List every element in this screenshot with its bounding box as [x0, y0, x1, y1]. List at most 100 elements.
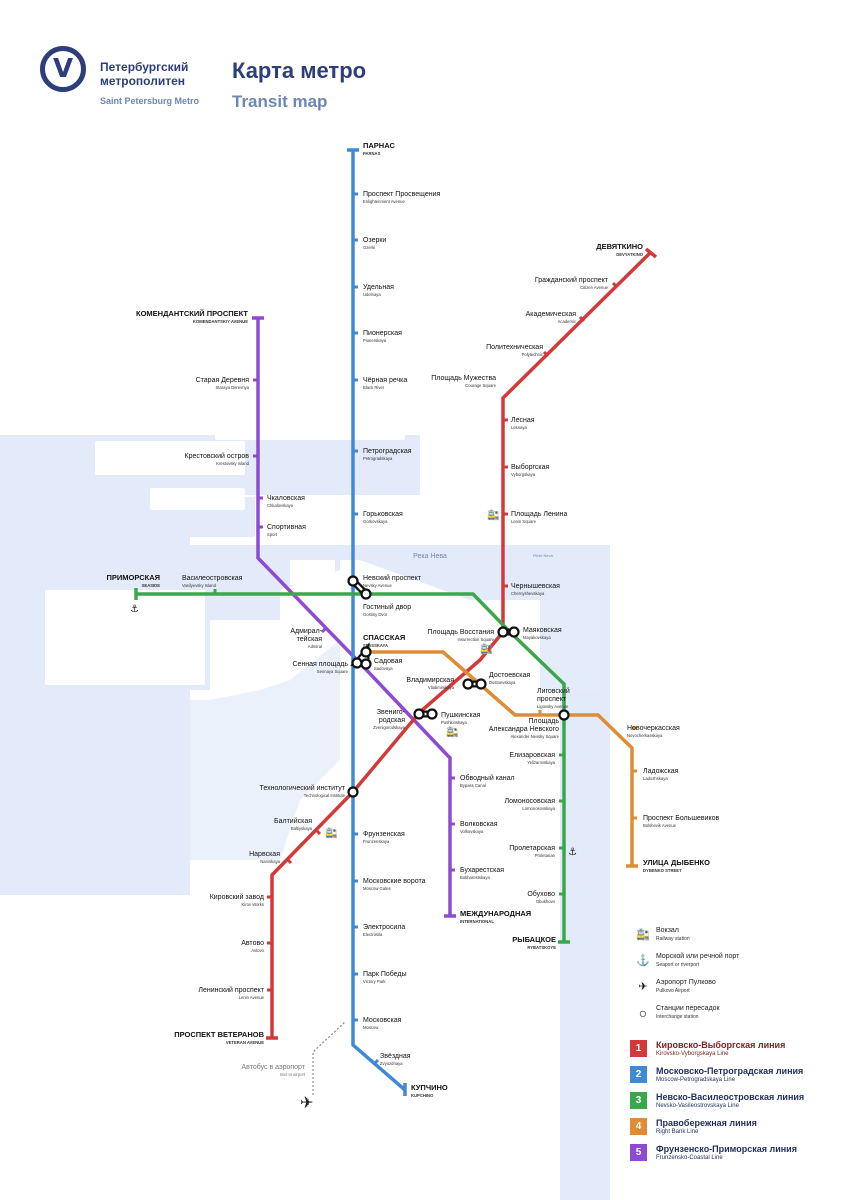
station-label-en-dybenko: DYBENKO STREET — [643, 868, 682, 873]
station-label-en-udelnaya: Udelnaya — [363, 292, 381, 297]
station-label-en-chernaya: Black River — [363, 385, 385, 390]
anchor-icon: ⚓ — [636, 955, 650, 967]
station-label-en-kupchino: KUPCHINO — [411, 1093, 434, 1098]
station-label-volkovskaya: Волковская — [460, 821, 498, 828]
station-label-en-sportivnaya: Sport — [267, 532, 278, 537]
station-label-parnas: ПАРНАС — [363, 141, 395, 150]
station-label-staraya: Старая Деревня — [196, 377, 250, 384]
line-name: Невско-Василеостровская линия — [656, 1092, 805, 1102]
station-label-vladimirskaya: Владимирская — [406, 677, 454, 684]
station-label-parkpobedy: Парк Победы — [363, 970, 407, 978]
station-label-en-ladozhskaya: Ladozhskaya — [643, 776, 668, 781]
station-label-en-petrogradskaya: Petrogradskaya — [363, 456, 393, 461]
station-label-en-parkpobedy: Victory Park — [363, 979, 386, 984]
station-label-muzhestva: Площадь Мужества — [431, 375, 496, 382]
line-2 — [351, 150, 407, 1092]
station-label-en-bolshevikov: Bolshevik Avenue — [643, 823, 677, 828]
station-label-en-moskvorota: Moscow Gates — [363, 886, 391, 891]
station-label-en-mayakovskaya: Mayakovskaya — [523, 635, 551, 640]
station-label-kirovsky: Кировский завод — [210, 893, 264, 901]
station-label-en-baltiyskaya: Baltiyskaya — [291, 826, 313, 831]
line-name-en: Frunzensko-Coastal Line — [656, 1155, 723, 1161]
station-label-en-dostoevskaya: Dostoevskaya — [489, 680, 516, 685]
line-number-badge: 4 — [630, 1118, 647, 1135]
station-label-en-lomonosovskaya: Lomonosovskaya — [522, 806, 555, 811]
station-label-en-narvskaya: Narvskaya — [260, 859, 280, 864]
station-label-vasileostrovskaya: Василеостровская — [182, 575, 243, 582]
bus-label-en: Bus to airport — [280, 1072, 306, 1077]
train-icon: 🚉 — [446, 725, 458, 738]
interchange-icon: ○ — [638, 1005, 648, 1021]
station-label-elektrosila: Электросила — [363, 924, 405, 931]
station-label-rybatskoe: РЫБАЦКОЕ — [512, 935, 556, 944]
station-label-en-moskovskaya: Moscow — [363, 1025, 379, 1030]
station-label-nevskogo1: Площадь — [529, 718, 560, 725]
station-label-en-avtovo: Avtovo — [251, 948, 264, 953]
station-label-en-pushkinskaya: Pushkinskaya — [441, 720, 468, 725]
line-number-badge: 5 — [630, 1144, 647, 1161]
station-label-novocherkasskaya: Новочеркасская — [627, 725, 680, 732]
station-label-mayakovskaya: Маяковская — [523, 627, 562, 634]
line-number-badge: 2 — [630, 1066, 647, 1083]
line-name: Кировско-Выборгская линия — [656, 1040, 786, 1050]
line-name-en: Right Bank Line — [656, 1129, 699, 1135]
station-label-bolshevikov: Проспект Большевиков — [643, 815, 720, 822]
station-label-petrogradskaya: Петроградская — [363, 448, 412, 455]
station-label-tehinst: Технологический институт — [260, 784, 346, 792]
station-label-ligovsky1: Лиговский — [537, 687, 570, 695]
station-label-zvenigorodskaya1: Звениго- — [377, 709, 406, 716]
station-label-proletarskaya: Пролетарская — [509, 845, 555, 852]
station-label-gorkovskaya: Горьковская — [363, 511, 403, 518]
station-label-zvezdnaya: Звёздная — [380, 1053, 411, 1060]
station-label-zvenigorodskaya2: родская — [379, 717, 405, 724]
station-label-en-spasskaya: SPASSKAYA — [363, 643, 388, 648]
station-label-dybenko: УЛИЦА ДЫБЕНКО — [643, 858, 710, 867]
bus-route — [312, 1021, 346, 1095]
station-label-mezhdunarodnaya: МЕЖДУНАРОДНАЯ — [460, 909, 531, 918]
line-number-badge: 1 — [630, 1040, 647, 1057]
islands — [45, 418, 405, 685]
station-label-en-obuhovo: Obukhovo — [536, 899, 556, 904]
station-label-en-krestovsky: Krestovsky Island — [216, 461, 249, 466]
line-name-en: Nevsko-Vasileostrovskaya Line — [656, 1103, 739, 1109]
station-label-chkalovskaya: Чкаловская — [267, 495, 305, 502]
station-label-en-ozerki: Ozerki — [363, 245, 375, 250]
station-label-en-nevsky: Nevsky Avenue — [363, 583, 392, 588]
logo-letter: V — [52, 54, 74, 84]
station-label-en-veteranov: VETERAN AVENUE — [226, 1040, 264, 1045]
station-label-veteranov: ПРОСПЕКТ ВЕТЕРАНОВ — [174, 1030, 264, 1039]
station-label-en-elizarovskaya: Yelizarovskaya — [527, 760, 555, 765]
station-label-devyatkino: ДЕВЯТКИНО — [596, 242, 643, 251]
line-name: Фрунзенско-Приморская линия — [656, 1144, 797, 1154]
station-label-sadovaya: Садовая — [374, 658, 403, 665]
station-label-en-komendantsky: KOMENDANTSKIY AVENUE — [193, 319, 248, 324]
station-label-avtovo: Автово — [241, 940, 264, 947]
station-label-en-lenina: Lenin Square — [511, 519, 537, 524]
station-label-en-nevskogo2: Alexander Nevsky Square — [511, 734, 560, 739]
line-1 — [270, 250, 653, 1038]
station-label-en-proletarskaya: Proletarian — [535, 853, 556, 858]
line-number-badge: 3 — [630, 1092, 647, 1109]
anchor-icon: ⚓ — [130, 604, 139, 615]
train-icon: 🚉 — [480, 642, 492, 655]
station-label-en-vyborgskaya: Vyborgskaya — [511, 472, 536, 477]
station-label-leninsky: Ленинский проспект — [198, 986, 264, 994]
station-label-elizarovskaya: Елизаровская — [509, 752, 555, 759]
station-label-en-vosstaniya: Insurrection Square — [457, 637, 494, 642]
station-label-obvodny: Обводный канал — [460, 774, 515, 782]
station-label-en-muzhestva: Courage Square — [465, 383, 496, 388]
station-label-en-rybatskoe: RYBATSKOYE — [527, 945, 556, 950]
station-label-udelnaya: Удельная — [363, 284, 394, 291]
station-label-vyborgskaya: Выборгская — [511, 463, 550, 471]
station-label-ligovsky2: проспект — [537, 696, 567, 703]
station-label-admiralteyskaya1: Адмирал- — [290, 628, 322, 635]
station-label-primorskaya: ПРИМОРСКАЯ — [107, 573, 160, 582]
